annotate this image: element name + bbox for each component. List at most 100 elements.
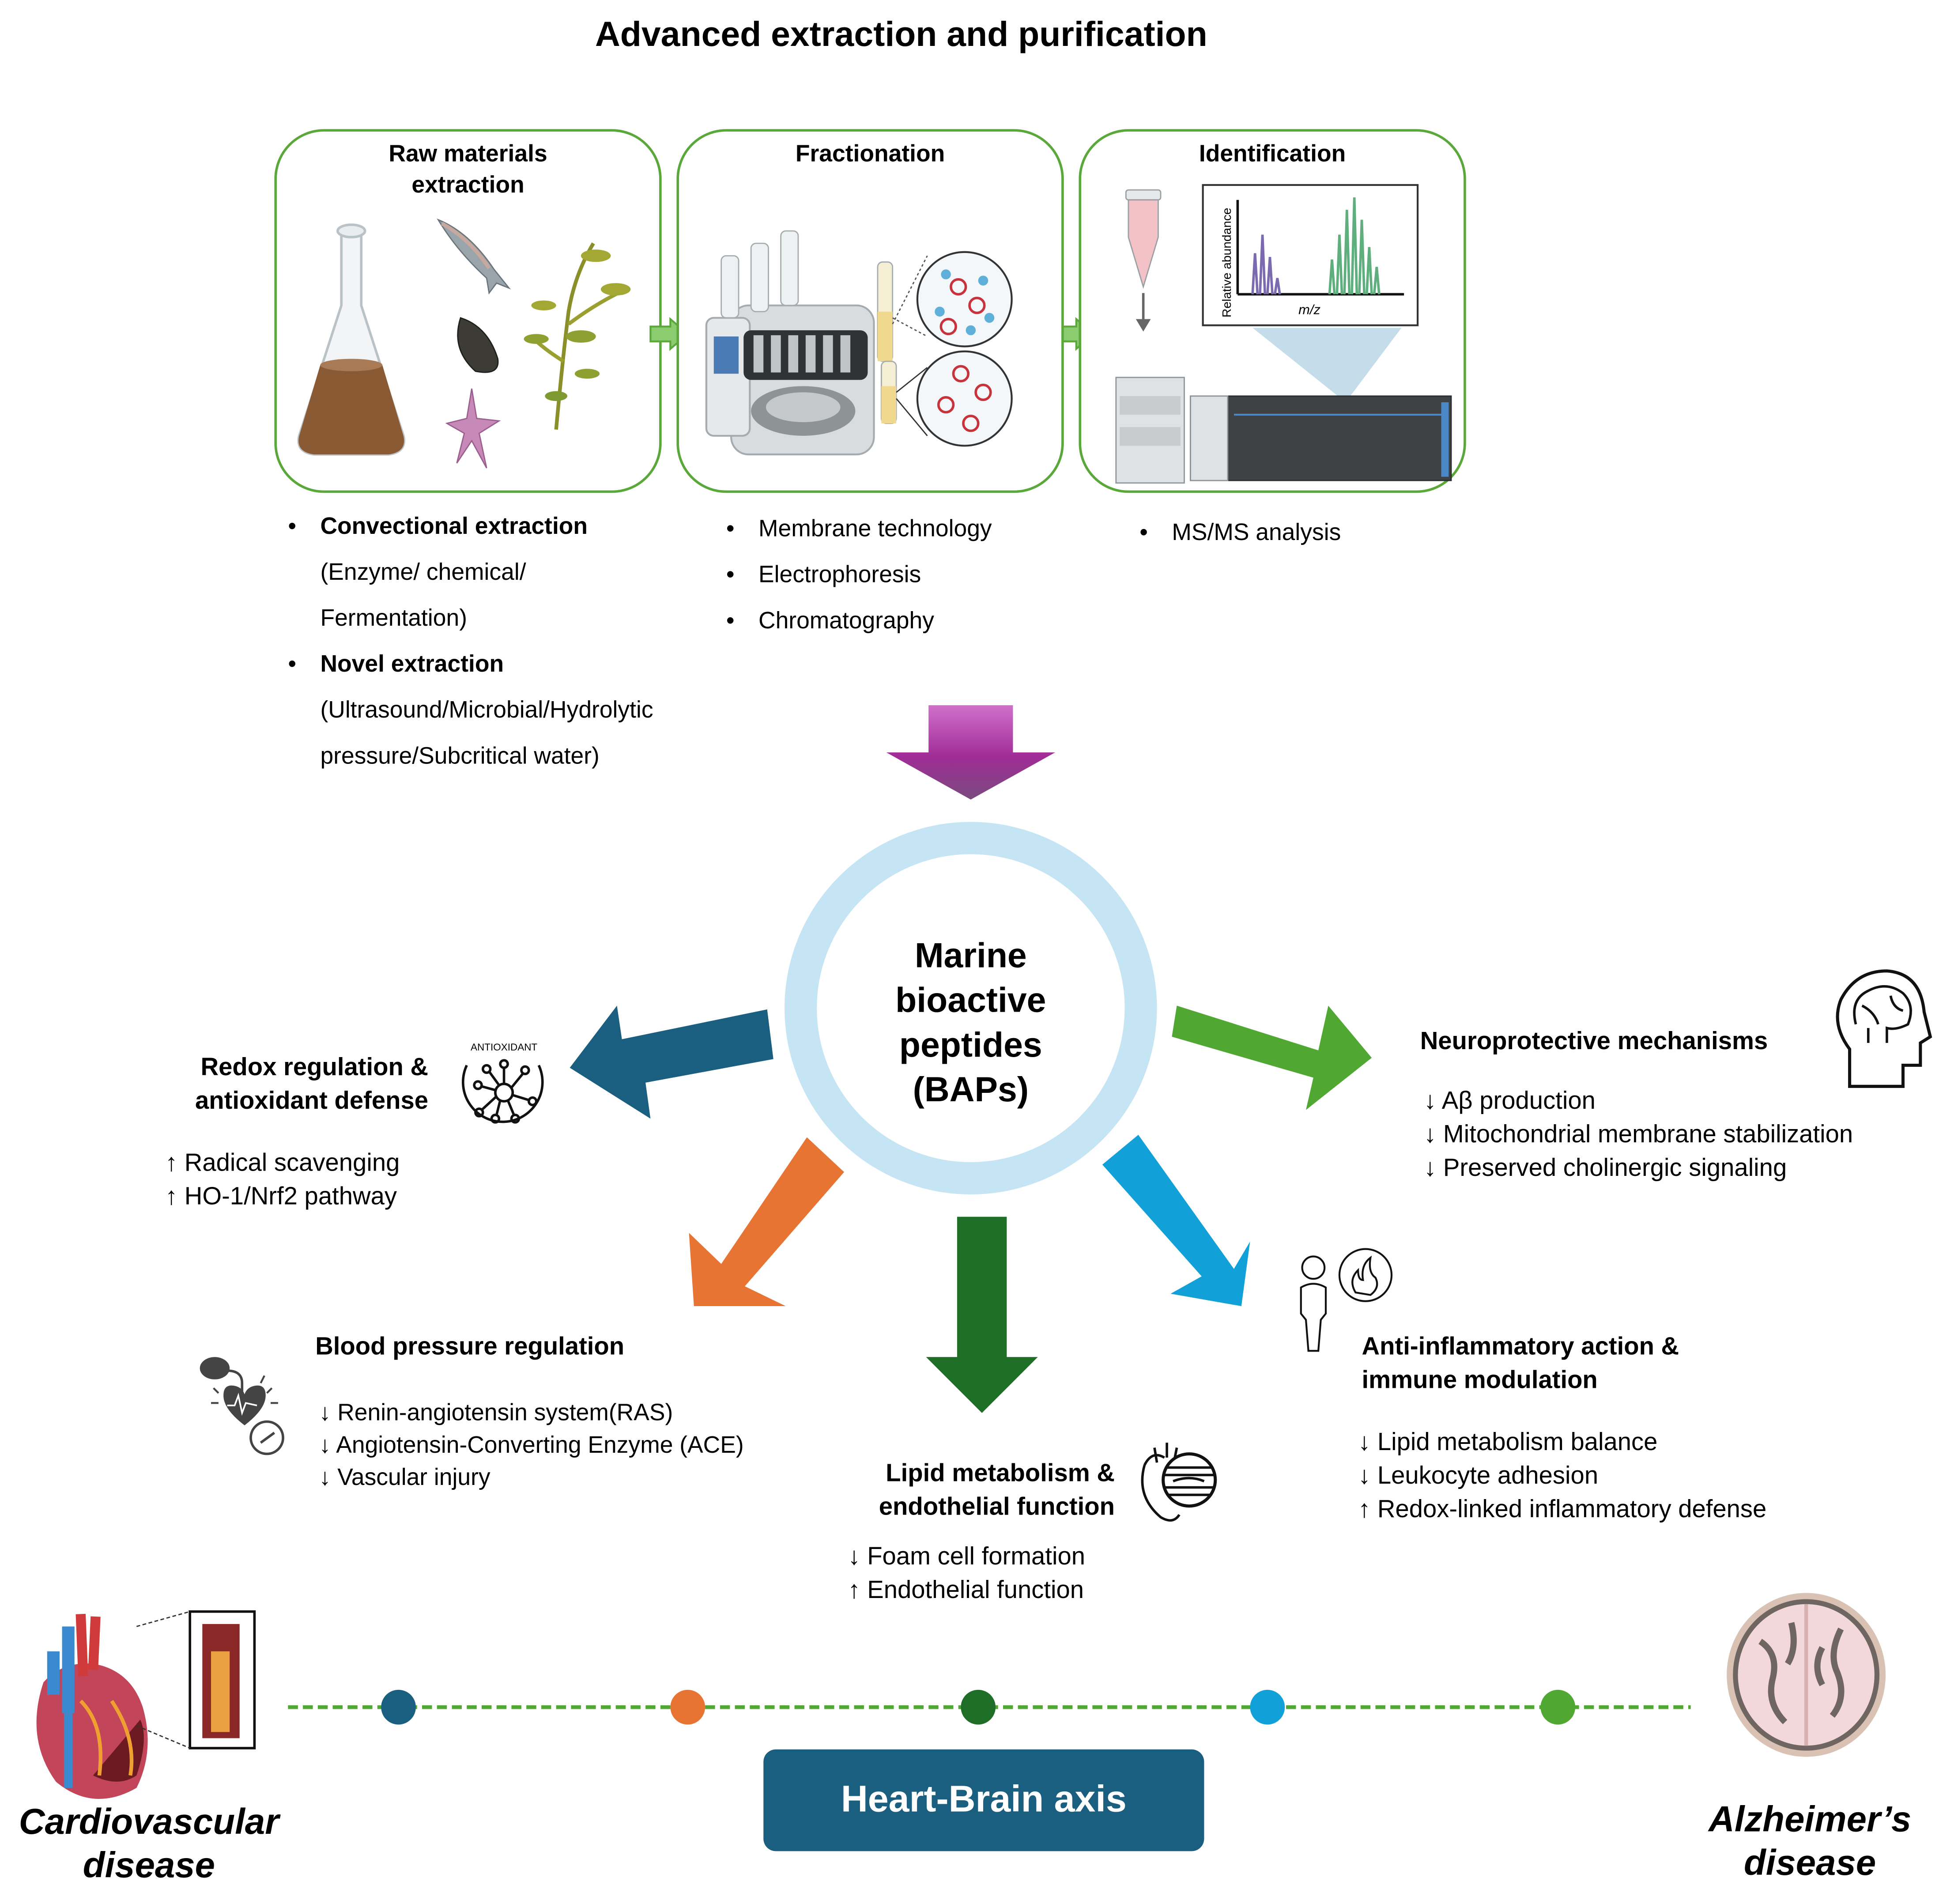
list-item-sub: pressure/Subcritical water) <box>320 744 600 770</box>
disease-label-line: disease <box>1743 1844 1876 1884</box>
list-item-label: Membrane technology <box>758 516 992 543</box>
list-item: • Convectional extraction <box>288 504 653 550</box>
heart-brain-axis-badge: Heart-Brain axis <box>763 1749 1204 1851</box>
inflammation-title: Anti-inflammatory action & immune modula… <box>1362 1331 1679 1398</box>
redox-title: Redox regulation & antioxidant defense <box>168 1052 428 1119</box>
chart-y-axis-label: Relative abundance <box>1221 208 1235 317</box>
alzheimers-disease-label: Alzheimer’s disease <box>1686 1799 1934 1886</box>
antioxidant-icon: ANTIOXIDANT <box>461 1042 544 1124</box>
redox-effects-list: ↑ Radical scavenging ↑ HO-1/Nrf2 pathway <box>165 1147 400 1214</box>
list-item-label: Convectional extraction <box>320 514 588 540</box>
fractionation-instrument-icon <box>705 230 875 456</box>
bullet: • <box>1139 520 1148 547</box>
lipid-title-line: Lipid metabolism & <box>886 1460 1115 1488</box>
panel-title: Fractionation <box>795 141 945 168</box>
effect-item: ↓ Angiotensin-Converting Enzyme (ACE) <box>319 1432 744 1459</box>
down-arrow-icon <box>886 705 1056 800</box>
panel-identification: Identification Relative abundance m/z <box>1079 129 1466 493</box>
lc-ms-instrument-icon <box>1115 328 1452 484</box>
list-item-label: MS/MS analysis <box>1172 520 1341 547</box>
effect-item: ↑ Endothelial function <box>848 1576 1084 1604</box>
inflammation-title-line: Anti-inflammatory action & <box>1362 1333 1679 1361</box>
disease-label-line: disease <box>83 1846 215 1886</box>
effect-item: ↓ Aβ production <box>1424 1088 1596 1115</box>
fraction-tubes-icon <box>877 251 1013 447</box>
center-label-line: bioactive <box>895 981 1046 1020</box>
effect-item: ↑ HO-1/Nrf2 pathway <box>165 1183 397 1211</box>
center-label-line: (BAPs) <box>913 1070 1029 1109</box>
panel-title-line: Raw materials <box>389 141 547 168</box>
list-item-sub: Fermentation) <box>320 606 468 632</box>
effect-item: ↑ Radical scavenging <box>165 1149 400 1177</box>
list-item: • Membrane technology <box>726 506 992 552</box>
bullet: • <box>288 652 297 678</box>
effect-item: ↓ Vascular injury <box>319 1465 490 1491</box>
brain-head-icon <box>1836 969 1932 1088</box>
mass-spectrum-chart <box>1202 184 1419 326</box>
fractionation-methods-list: •Membrane technology •Electrophoresis •C… <box>726 506 992 644</box>
fish-icon <box>437 218 511 295</box>
seaweed-icon <box>524 242 631 430</box>
list-item: •Electrophoresis <box>726 552 992 598</box>
effect-item: ↓ Preserved cholinergic signaling <box>1424 1154 1787 1182</box>
neuro-title: Neuroprotective mechanisms <box>1420 1028 1768 1056</box>
effect-item: ↑ Redox-linked inflammatory defense <box>1358 1496 1767 1524</box>
panel-title-line: extraction <box>411 172 524 199</box>
effect-item: ↓ Lipid metabolism balance <box>1358 1429 1658 1457</box>
inflammation-title-line: immune modulation <box>1362 1367 1598 1394</box>
redox-arrow-icon <box>570 1005 773 1119</box>
inflammation-arrow-icon <box>1102 1134 1250 1307</box>
mussel-icon <box>457 317 499 373</box>
axis-node-inflammation <box>1250 1689 1285 1725</box>
blood-pressure-monitor-icon <box>200 1357 284 1455</box>
list-item-sub: (Ultrasound/Microbial/Hydrolytic <box>320 698 653 724</box>
heart-illustration <box>36 1610 256 1799</box>
lipid-title: Lipid metabolism & endothelial function <box>819 1458 1115 1525</box>
panel-fractionation: Fractionation <box>676 129 1064 493</box>
sample-tube-icon <box>1125 189 1162 332</box>
figure-title: Advanced extraction and purification <box>595 15 1207 53</box>
blood-pressure-effects-list: ↓ Renin-angiotensin system(RAS) ↓ Angiot… <box>319 1398 744 1495</box>
bullet: • <box>726 562 735 589</box>
center-label-line: Marine <box>914 936 1027 975</box>
list-item: •Chromatography <box>726 598 992 644</box>
y-axis-label-wrap: Relative abundance <box>1200 208 1245 317</box>
axis-node-redox <box>381 1689 416 1725</box>
blood-pressure-title: Blood pressure regulation <box>315 1333 625 1361</box>
axis-node-blood-pressure <box>670 1689 705 1725</box>
flask-icon <box>297 223 405 456</box>
inflammation-person-icon <box>1300 1248 1393 1352</box>
effect-item: ↓ Renin-angiotensin system(RAS) <box>319 1400 673 1427</box>
lipid-title-line: endothelial function <box>879 1493 1115 1521</box>
list-item: • MS/MS analysis <box>1139 510 1341 556</box>
center-label: Marine bioactive peptides (BAPs) <box>847 933 1095 1112</box>
cardiovascular-disease-label: Cardiovascular disease <box>0 1802 298 1889</box>
disease-label-line: Alzheimer’s <box>1708 1800 1912 1840</box>
bullet: • <box>726 516 735 543</box>
lipid-arrow-icon <box>926 1216 1038 1413</box>
effect-item: ↓ Foam cell formation <box>848 1543 1085 1571</box>
redox-title-line: Redox regulation & <box>200 1054 429 1082</box>
list-item-sub: (Enzyme/ chemical/ <box>320 560 526 586</box>
disease-label-line: Cardiovascular <box>19 1802 279 1843</box>
effect-item: ↓ Mitochondrial membrane stabilization <box>1424 1121 1853 1148</box>
panel-title: Identification <box>1199 141 1346 168</box>
antioxidant-icon-label: ANTIOXIDANT <box>471 1042 537 1053</box>
chart-x-axis-label: m/z <box>1298 303 1321 318</box>
list-item-label: Novel extraction <box>320 652 504 678</box>
inflammation-effects-list: ↓ Lipid metabolism balance ↓ Leukocyte a… <box>1358 1427 1766 1527</box>
redox-title-line: antioxidant defense <box>195 1088 429 1115</box>
axis-node-neuro <box>1540 1689 1576 1725</box>
center-label-line: peptides <box>899 1025 1042 1064</box>
brain-illustration <box>1727 1593 1886 1757</box>
starfish-icon <box>445 388 501 468</box>
list-item: • Novel extraction <box>288 642 653 688</box>
axis-node-lipid <box>961 1689 996 1725</box>
center-ring <box>785 822 1157 1194</box>
heart-artery-icon <box>1141 1443 1217 1522</box>
panel-raw-materials: Raw materials extraction <box>274 129 662 493</box>
bullet: • <box>288 514 297 540</box>
heart-brain-axis-line <box>288 1689 1691 1725</box>
list-item-label: Chromatography <box>758 608 934 635</box>
